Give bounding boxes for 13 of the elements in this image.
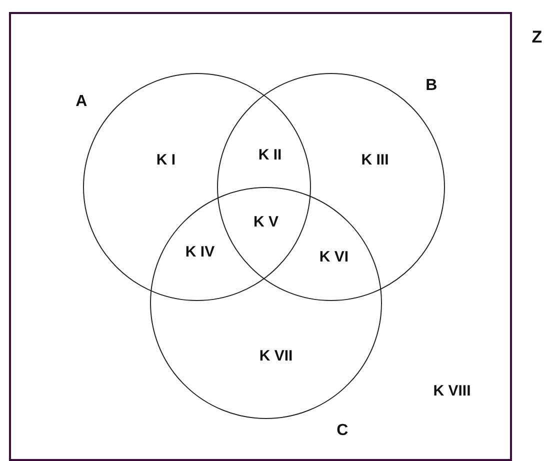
set-name: Z	[532, 28, 542, 46]
region-label: K I	[156, 152, 176, 168]
set-circle	[217, 73, 445, 301]
set-name: A	[76, 94, 88, 110]
region-label: K III	[361, 152, 389, 168]
set-name: C	[336, 423, 348, 440]
region-label: K VII	[259, 348, 293, 364]
region-label: K VI	[319, 250, 349, 264]
region-label: K IV	[185, 244, 215, 260]
region-label: K VIII	[433, 384, 471, 398]
region-label: K V	[254, 214, 278, 230]
region-label: K II	[258, 148, 282, 162]
set-name: B	[426, 78, 438, 94]
